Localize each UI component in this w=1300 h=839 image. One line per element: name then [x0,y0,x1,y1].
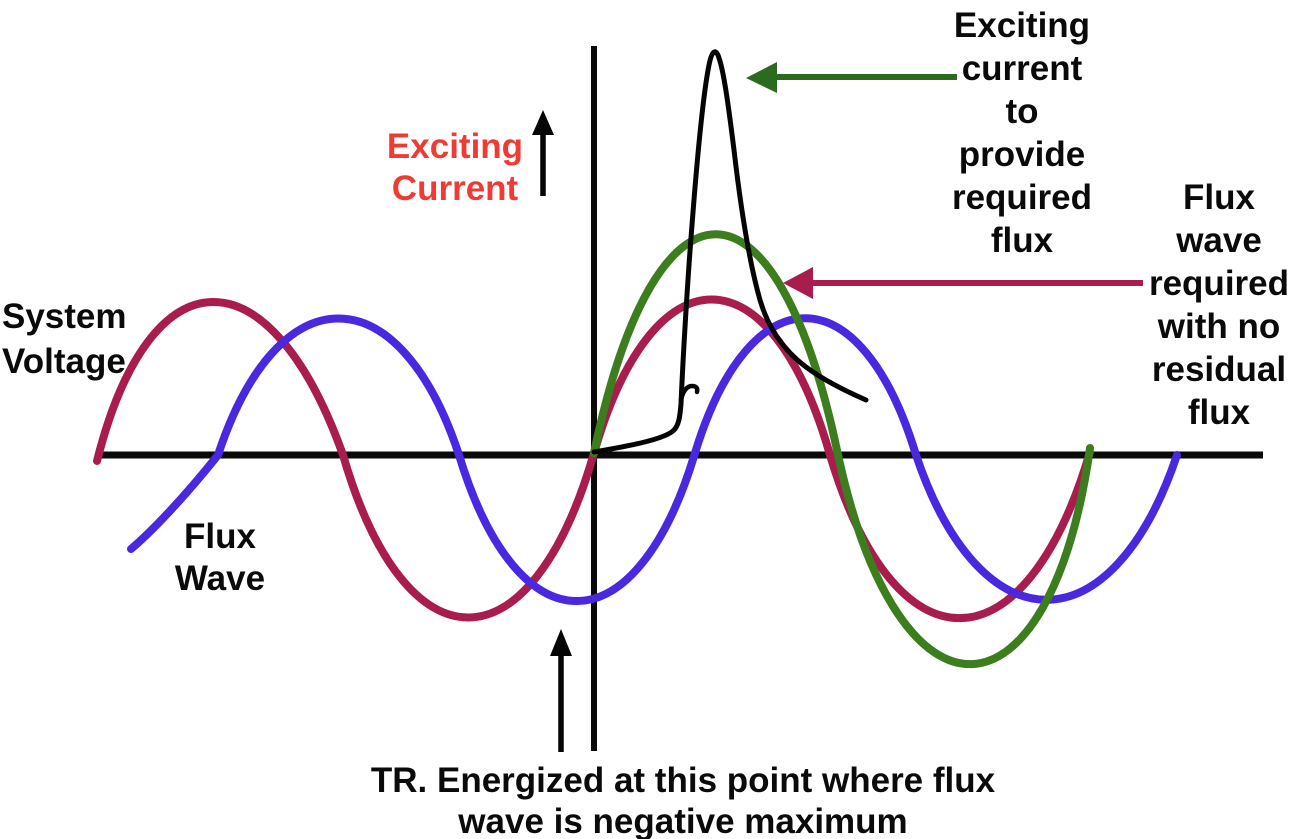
exciting-current-spike [591,49,869,455]
up-arrow-icon [550,629,572,656]
flux-wave-label: Flux Wave [174,517,266,598]
system-voltage-label: System Voltage [2,297,127,381]
required-flux-note: Flux wave required with no residual flux [1148,178,1290,432]
energize-point-note: TR. Energized at this point where flux w… [370,761,996,839]
crimson-arrow-left-icon [783,267,813,299]
up-arrow-icon [532,110,554,135]
exciting-current-axis-label: Exciting Current [386,127,524,208]
flux-wave [127,314,1181,605]
exciting-current-note: Exciting current to provide required flu… [951,6,1093,260]
required-flux-wave [590,230,1094,669]
exciting-current-spike-kink [678,383,700,403]
green-arrow-left-icon [746,62,777,93]
